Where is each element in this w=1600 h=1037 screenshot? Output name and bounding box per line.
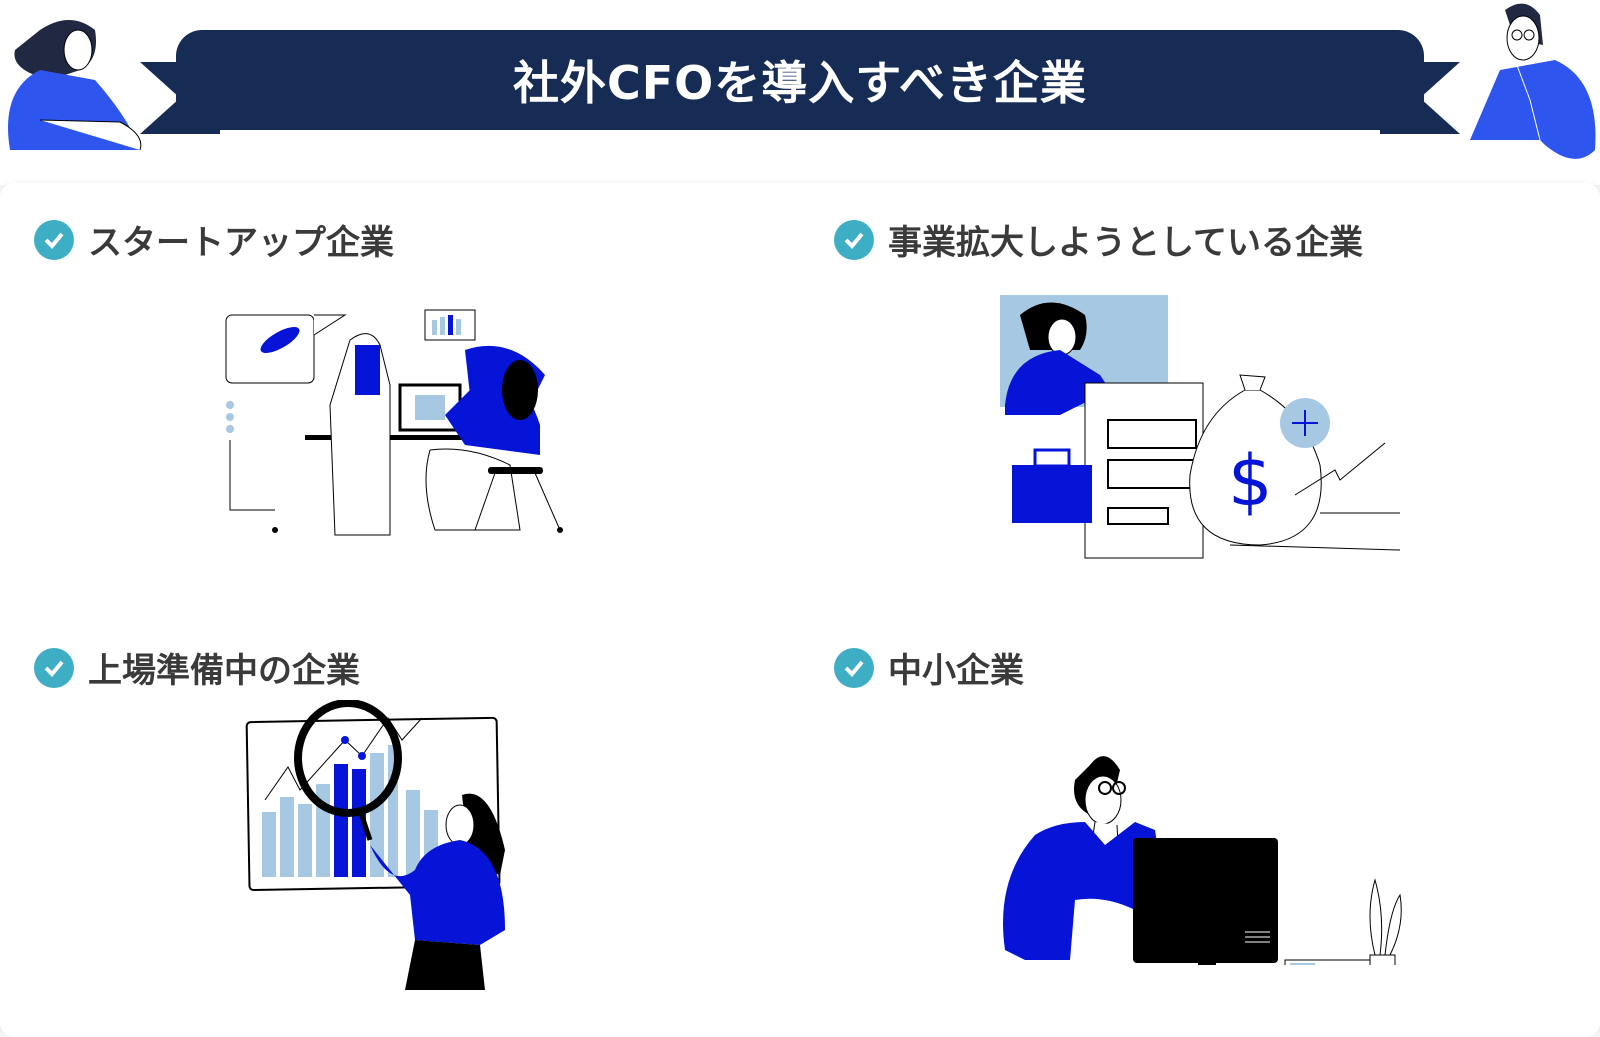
check-icon <box>34 647 74 688</box>
item-expansion: 事業拡大しようとしている企業 <box>834 215 1363 264</box>
item-startup: スタートアップ企業 <box>34 215 394 264</box>
man-thinking-illustration <box>1470 3 1596 159</box>
item-label: スタートアップ企業 <box>88 223 394 263</box>
item-label: 中小企業 <box>888 651 1024 691</box>
startup-team-illustration <box>225 309 563 536</box>
item-label: 事業拡大しようとしている企業 <box>888 223 1363 263</box>
check-icon <box>834 647 874 688</box>
item-ipo-prep: 上場準備中の企業 <box>34 643 360 692</box>
svg-text:$: $ <box>1228 440 1273 522</box>
check-icon <box>834 219 874 260</box>
sme-worker-illustration <box>1003 756 1402 965</box>
woman-pointing-illustration <box>8 20 142 150</box>
page-title: 社外CFOを導入すべき企業 <box>512 56 1088 110</box>
title-banner: 社外CFOを導入すべき企業 <box>176 30 1424 130</box>
check-icon <box>34 219 74 260</box>
item-sme: 中小企業 <box>834 643 1024 692</box>
ipo-analysis-illustration <box>245 700 505 990</box>
item-label: 上場準備中の企業 <box>88 651 360 691</box>
business-growth-illustration: $ <box>1000 295 1401 559</box>
